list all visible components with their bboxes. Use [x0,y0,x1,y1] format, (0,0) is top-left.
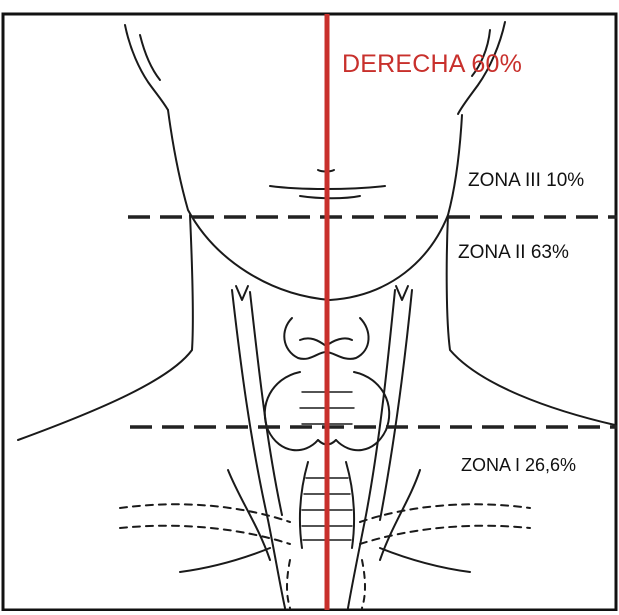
right-muscle-2 [380,290,412,520]
left-v-mark [236,286,248,300]
thyroid-left-lobe [265,372,318,450]
frame-border [3,14,616,610]
right-side-label: DERECHA 60% [342,50,522,79]
left-clavicle-lower [120,526,290,544]
sternum-right [362,560,365,608]
right-muscle-1 [348,290,395,608]
sternum-left [287,560,290,608]
zone-3-label: ZONA III 10% [468,170,584,192]
zone-1-label: ZONA I 26,6% [461,455,576,476]
trachea-right [346,462,354,548]
zone-2-label: ZONA II 63% [458,242,569,264]
left-subclavian [180,548,270,572]
right-subclavian [380,548,470,572]
left-muscle-1 [232,290,285,608]
jawline [168,110,462,300]
anatomy-lines [18,22,615,608]
trachea-left [300,462,308,548]
right-clavicle-upper [360,504,530,522]
lower-lip [300,196,360,198]
right-clavicle-lower [360,526,530,544]
left-ear [125,25,168,110]
right-v-mark [396,286,408,300]
neck-left-side [18,215,193,440]
